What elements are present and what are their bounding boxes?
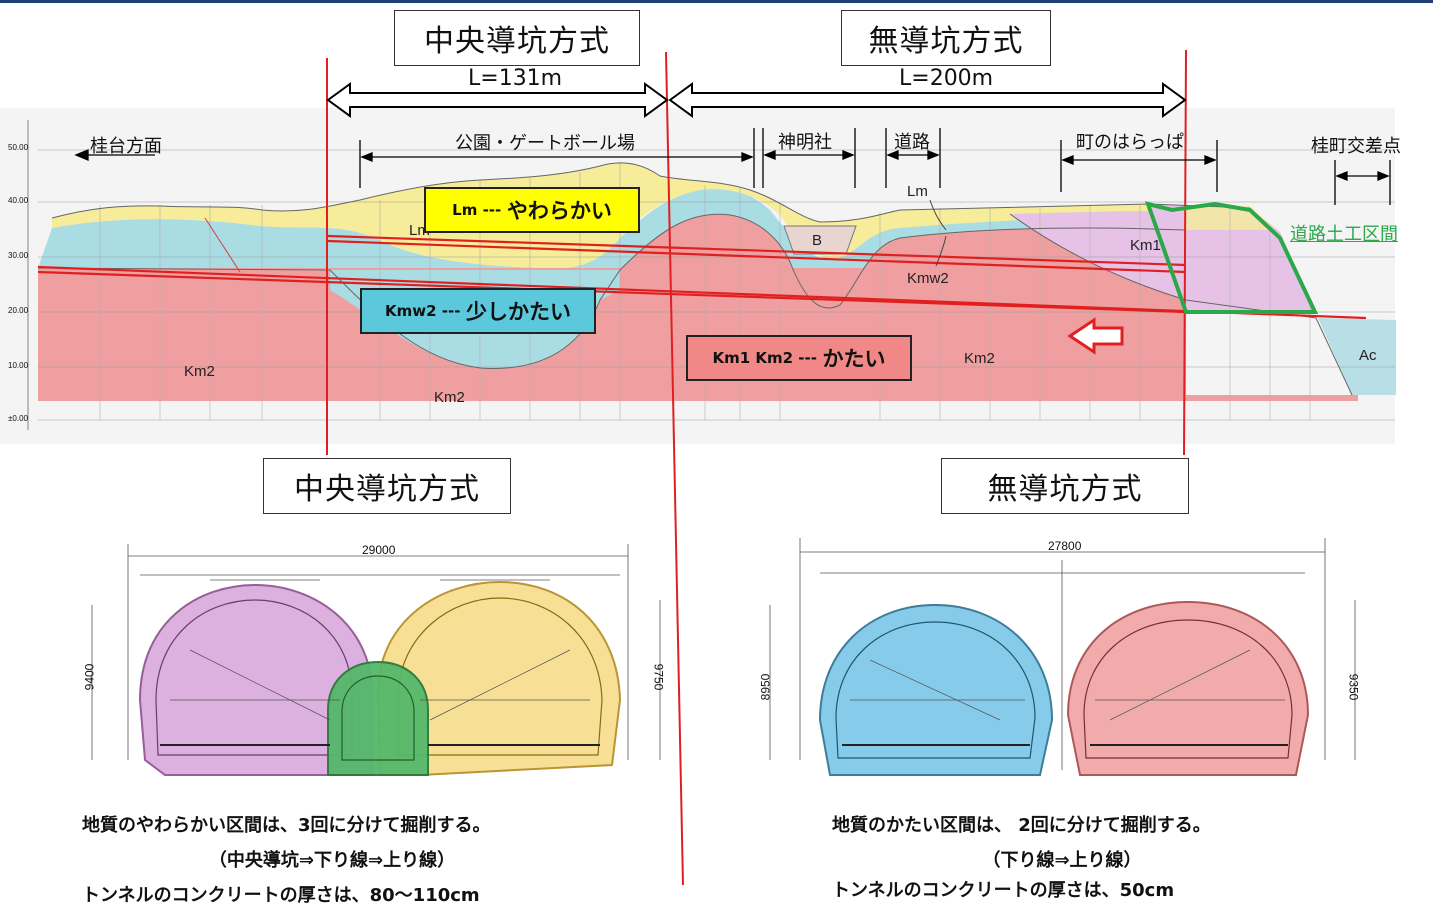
hollow-arrow-icon bbox=[1067, 317, 1124, 355]
soil-km2-left: Km2 bbox=[184, 363, 215, 380]
left-height-dimension-2: 9750 bbox=[651, 663, 666, 691]
tag-medium: Kmw2 --- 少しかたい bbox=[360, 288, 596, 334]
km1-layer bbox=[1010, 211, 1185, 300]
soil-km2-bottom: Km2 bbox=[434, 389, 465, 406]
tag-soft-code: Lm --- bbox=[452, 201, 502, 219]
kmw2-boundary bbox=[37, 213, 1186, 369]
ac-layer bbox=[1318, 318, 1396, 395]
method-label-no-drift: 無導坑方式 bbox=[941, 458, 1189, 514]
tunnel-alignment bbox=[37, 234, 1367, 320]
section-shrine: 神明社 bbox=[778, 132, 832, 153]
ground-surface-line bbox=[51, 162, 1251, 223]
left-height-dimension-1: 9400 bbox=[82, 663, 97, 691]
left-caption-line-3: トンネルのコンクリートの厚さは、80～110cm bbox=[82, 885, 480, 906]
section-field: 町のはらっぱ bbox=[1076, 132, 1184, 153]
y-tick-40: 40.00 bbox=[8, 196, 29, 205]
road-earthwork-outline bbox=[1144, 201, 1319, 314]
right-height-dimension-1: 8950 bbox=[758, 673, 773, 701]
section-arrows bbox=[74, 128, 1391, 205]
right-caption-line-2: （下り線⇒上り線） bbox=[982, 850, 1142, 871]
soil-lm-right: Lm bbox=[907, 183, 928, 200]
method-title-no-drift: 無導坑方式 bbox=[841, 10, 1051, 66]
tag-soft: Lm --- やわらかい bbox=[424, 187, 640, 233]
left-width-dimension: 29000 bbox=[362, 543, 396, 557]
tag-soft-desc: やわらかい bbox=[506, 199, 612, 223]
right-height-dimension-2: 9350 bbox=[1346, 673, 1361, 701]
length-label-right: L=200m bbox=[899, 66, 994, 91]
tag-hard-code: Km1 Km2 --- bbox=[712, 349, 817, 367]
tag-medium-code: Kmw2 --- bbox=[384, 302, 461, 320]
road-earthwork-label: 道路土工区間 bbox=[1290, 224, 1398, 245]
section-park: 公園・ゲートボール場 bbox=[455, 133, 635, 154]
y-tick-10: 10.00 bbox=[8, 361, 29, 370]
fault-line bbox=[204, 217, 241, 273]
right-caption-line-3: トンネルのコンクリートの厚さは、50cm bbox=[832, 880, 1175, 901]
tag-hard-desc: かたい bbox=[822, 347, 886, 371]
soil-km1: Km1 bbox=[1130, 237, 1161, 254]
method-title-center-drift: 中央導坑方式 bbox=[394, 10, 640, 66]
soil-kmw2: Kmw2 bbox=[907, 270, 949, 287]
right-caption-line-1: 地質のかたい区間は、 2回に分けて掘削する。 bbox=[832, 815, 1211, 836]
km2-bottom-strip bbox=[38, 395, 1358, 401]
lm-leaders bbox=[929, 199, 947, 267]
left-caption-line-1: 地質のやわらかい区間は、3回に分けて掘削する。 bbox=[82, 815, 491, 836]
left-caption-line-2: （中央導坑⇒下り線⇒上り線） bbox=[208, 850, 456, 871]
tag-hard: Km1 Km2 --- かたい bbox=[686, 335, 912, 381]
direction-katsuradai: 桂台方面 bbox=[90, 136, 162, 157]
section-road: 道路 bbox=[894, 132, 930, 153]
length-label-left: L=131m bbox=[468, 66, 563, 91]
top-border bbox=[0, 0, 1433, 3]
length-arrow-right bbox=[668, 82, 1187, 118]
tag-medium-desc: 少しかたい bbox=[466, 300, 572, 324]
y-tick-0: ±0.00 bbox=[8, 414, 28, 423]
section-dividers bbox=[326, 49, 1187, 886]
y-tick-30: 30.00 bbox=[8, 251, 29, 260]
direction-katsuracho-intersection: 桂町交差点 bbox=[1311, 136, 1401, 157]
method-label-center-drift: 中央導坑方式 bbox=[263, 458, 511, 514]
y-tick-20: 20.00 bbox=[8, 306, 29, 315]
right-width-dimension: 27800 bbox=[1048, 539, 1082, 553]
soil-ac: Ac bbox=[1359, 347, 1377, 364]
y-tick-50: 50.00 bbox=[8, 143, 29, 152]
soil-km2-right: Km2 bbox=[964, 350, 995, 367]
soil-b: B bbox=[812, 232, 823, 249]
length-arrow-left bbox=[326, 82, 669, 118]
